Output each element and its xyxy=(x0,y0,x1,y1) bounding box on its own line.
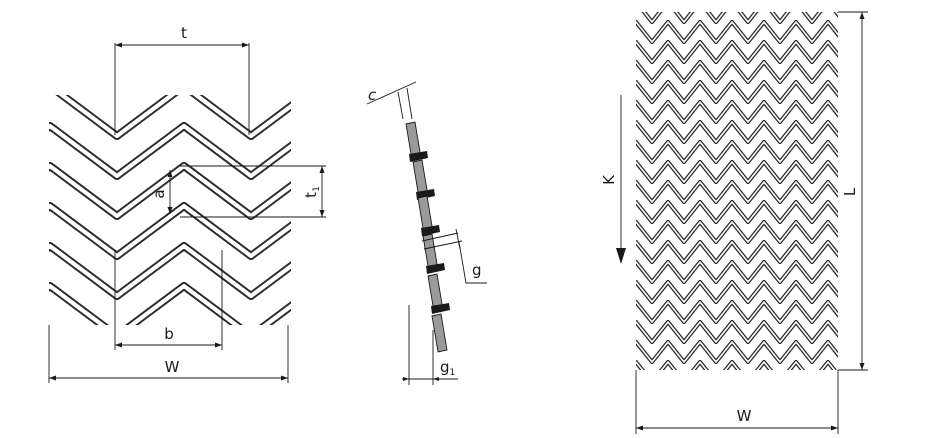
dimension-l: L xyxy=(838,11,868,371)
dimension-t1: t1 xyxy=(180,165,326,218)
label-b: b xyxy=(164,325,174,343)
strand-core xyxy=(49,243,291,299)
strand-outline xyxy=(49,122,291,180)
strand-core xyxy=(49,283,291,325)
mesh-detail xyxy=(49,95,291,325)
dimension-b: b xyxy=(114,250,223,350)
dimension-w-left: W xyxy=(48,325,289,383)
section-bond xyxy=(421,225,440,236)
label-t1: t1 xyxy=(302,186,322,198)
strand-core xyxy=(49,163,291,219)
section-bond xyxy=(431,303,450,314)
section-strands xyxy=(405,121,450,353)
label-w-left: W xyxy=(165,358,180,376)
section-bond xyxy=(409,151,428,162)
mesh-strands-inner xyxy=(49,95,291,325)
dimension-g: g xyxy=(421,228,487,284)
dimension-w-right: W xyxy=(635,370,839,434)
strand-core xyxy=(58,95,291,139)
strand-outline xyxy=(49,242,291,300)
dimension-g1: g1 xyxy=(402,305,458,385)
strand-core xyxy=(49,123,291,179)
label-c: c xyxy=(368,86,377,104)
sheet: K L W xyxy=(600,11,868,434)
sheet-strands-inner xyxy=(636,12,838,370)
strand-outline xyxy=(49,282,291,325)
strand-core xyxy=(49,203,291,259)
dimension-c: c xyxy=(366,81,417,120)
sheet-mesh xyxy=(636,12,838,370)
label-w-right: W xyxy=(737,407,752,425)
cross-section: c g g1 xyxy=(366,81,487,385)
direction-k: K xyxy=(600,95,626,264)
label-g1: g1 xyxy=(440,358,455,378)
label-k: K xyxy=(600,174,618,185)
arrow-down-icon xyxy=(616,248,626,264)
label-a: a xyxy=(150,189,168,198)
section-strand xyxy=(431,313,448,353)
section-bond xyxy=(426,263,445,274)
strand-outline xyxy=(49,202,291,260)
label-l: L xyxy=(841,187,859,196)
dimension-a: a xyxy=(150,170,173,214)
strand-outline xyxy=(49,162,291,220)
dimension-t: t xyxy=(114,24,250,135)
label-t: t xyxy=(181,24,187,42)
strand-outline xyxy=(55,95,291,140)
label-g: g xyxy=(472,261,482,279)
